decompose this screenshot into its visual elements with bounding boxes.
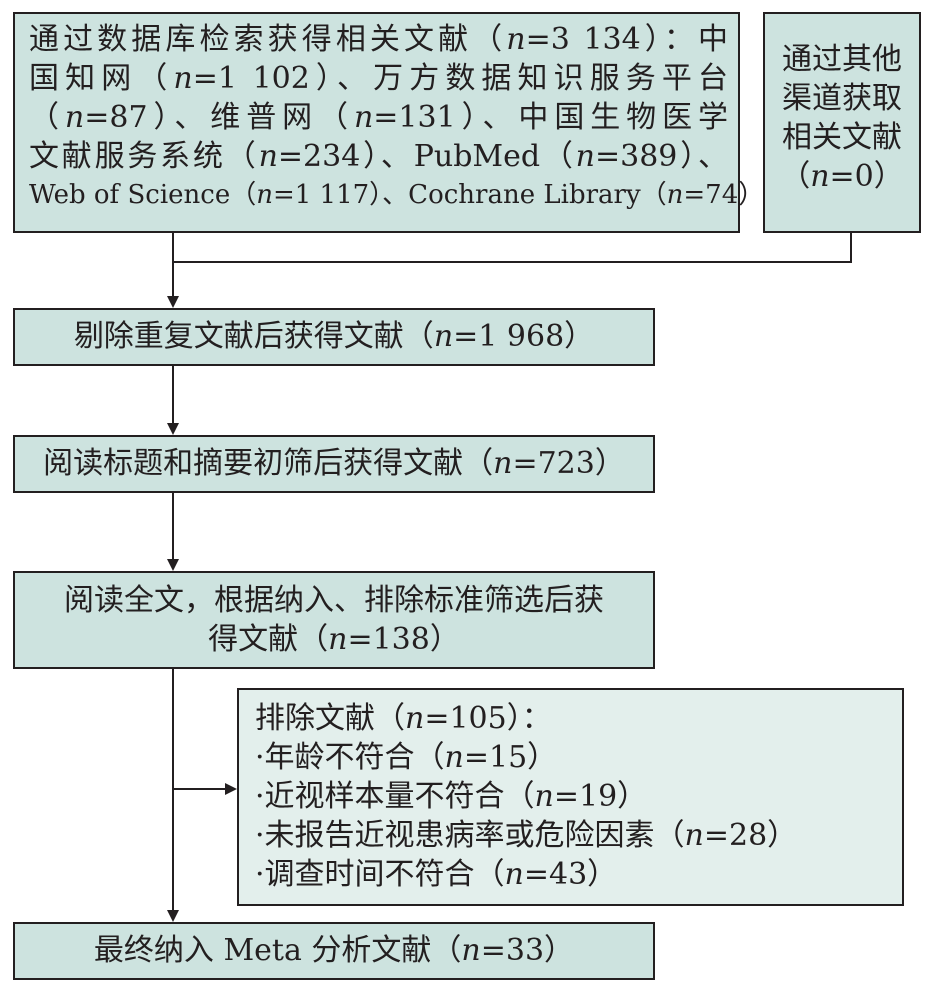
excluded-heading: 排除文献（n=105）： bbox=[255, 701, 552, 736]
deduplicated-box: 剔除重复文献后获得文献（n=1 968） bbox=[13, 308, 655, 366]
search-line-5: Web of Science（n=1 117）、Cochrane Library… bbox=[29, 180, 765, 210]
final-included-box: 最终纳入 Meta 分析文献（n=33） bbox=[13, 922, 655, 980]
title-abstract-screen-box: 阅读标题和摘要初筛后获得文献（n=723） bbox=[13, 435, 655, 493]
full-line-2: 得文献（n=138） bbox=[208, 622, 460, 657]
search-line-4: 文献服务系统（n=234）、PubMed（n=389）、 bbox=[29, 139, 728, 174]
excluded-records-box: 排除文献（n=105）： ·年龄不符合（n=15） ·近视样本量不符合（n=19… bbox=[237, 688, 904, 906]
full-text-screen-box: 阅读全文，根据纳入、排除标准筛选后获 得文献（n=138） bbox=[13, 571, 655, 669]
other-sources-box: 通过其他 渠道获取 相关文献 （n=0） bbox=[763, 12, 921, 233]
search-line-2: 国知网（n=1 102）、万方数据知识服务平台 bbox=[29, 61, 728, 96]
full-line-1: 阅读全文，根据纳入、排除标准筛选后获 bbox=[64, 583, 604, 618]
search-line-3: （n=87）、维普网（n=131）、中国生物医学 bbox=[29, 100, 729, 135]
excluded-item: ·近视样本量不符合（n=19） bbox=[255, 779, 648, 814]
connector-other-merge bbox=[173, 233, 852, 263]
excluded-item: ·调查时间不符合（n=43） bbox=[255, 857, 618, 892]
excluded-item: ·未报告近视患病率或危险因素（n=28） bbox=[255, 818, 798, 853]
excluded-item: ·年龄不符合（n=15） bbox=[255, 740, 558, 775]
other-line-4: （n=0） bbox=[780, 159, 904, 194]
search-line-1: 通过数据库检索获得相关文献（n=3 134）：中 bbox=[29, 22, 728, 57]
database-search-box: 通过数据库检索获得相关文献（n=3 134）：中 国知网（n=1 102）、万方… bbox=[13, 12, 765, 233]
other-line-3: 相关文献 bbox=[782, 120, 902, 155]
other-line-2: 渠道获取 bbox=[782, 81, 902, 116]
other-line-1: 通过其他 bbox=[782, 42, 902, 77]
